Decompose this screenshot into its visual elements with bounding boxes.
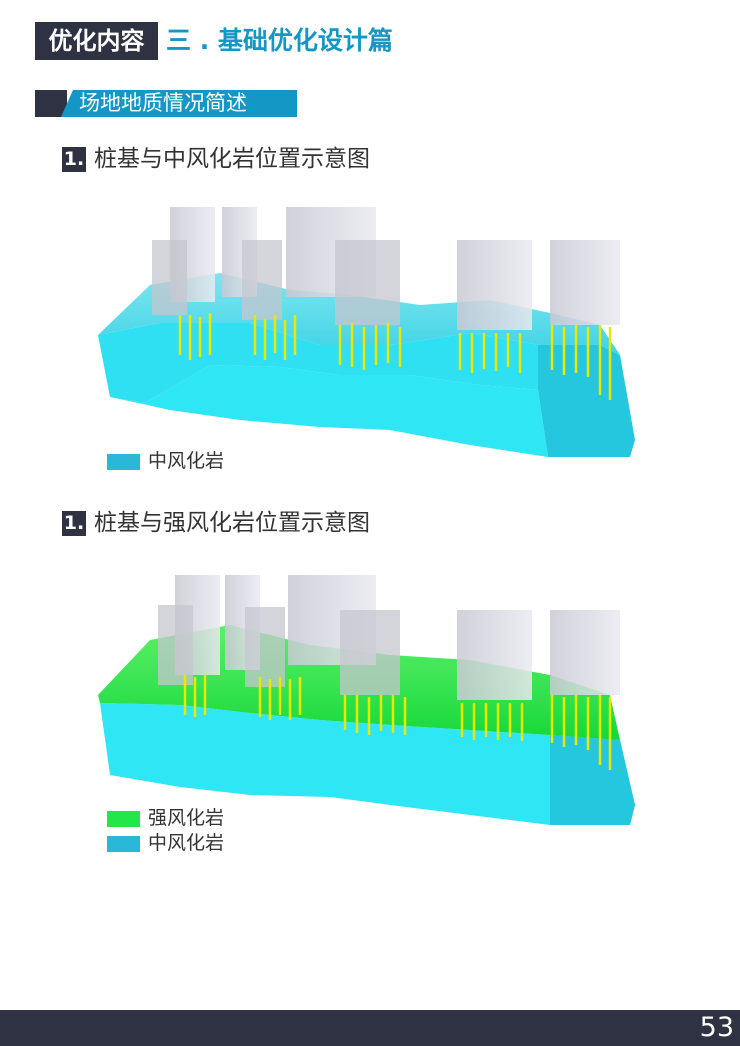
- header-badge: 优化内容: [35, 22, 158, 60]
- legend-item: 强风化岩: [107, 806, 224, 831]
- figure-2-illustration: [98, 575, 635, 825]
- page-number: 53: [699, 1012, 734, 1043]
- figure-1-number: 1.: [62, 146, 86, 172]
- legend-swatch: [107, 810, 140, 827]
- legend-item: 中风化岩: [107, 449, 224, 474]
- legend-label: 中风化岩: [148, 832, 225, 854]
- figure-1-illustration: [98, 207, 635, 457]
- section-title: 场地地质情况简述: [79, 91, 247, 115]
- legend-item: 中风化岩: [107, 831, 224, 856]
- building-cluster: [158, 575, 620, 700]
- figure-2-legend: 强风化岩 中风化岩: [107, 806, 224, 856]
- legend-label: 强风化岩: [148, 807, 225, 829]
- figure-2-heading: 1. 桩基与强风化岩位置示意图: [62, 507, 370, 539]
- figure-2-title: 桩基与强风化岩位置示意图: [94, 510, 370, 536]
- figure-1-legend: 中风化岩: [107, 449, 224, 474]
- section-title-bar: 场地地质情况简述: [35, 90, 297, 117]
- legend-swatch: [107, 835, 140, 852]
- figure-1-heading: 1. 桩基与中风化岩位置示意图: [62, 143, 370, 175]
- page-title: 三 . 基础优化设计篇: [166, 26, 393, 55]
- figure-2-number: 1.: [62, 510, 86, 536]
- building-cluster: [152, 207, 620, 330]
- legend-swatch: [107, 453, 140, 470]
- section-bar-blue-block: [61, 90, 297, 117]
- pile-group: [178, 313, 612, 400]
- pile-group: [183, 675, 612, 770]
- page-footer: 53: [0, 1010, 740, 1046]
- section-bar-dark-block: [35, 90, 67, 117]
- figure-1-title: 桩基与中风化岩位置示意图: [94, 146, 370, 172]
- legend-label: 中风化岩: [148, 450, 225, 472]
